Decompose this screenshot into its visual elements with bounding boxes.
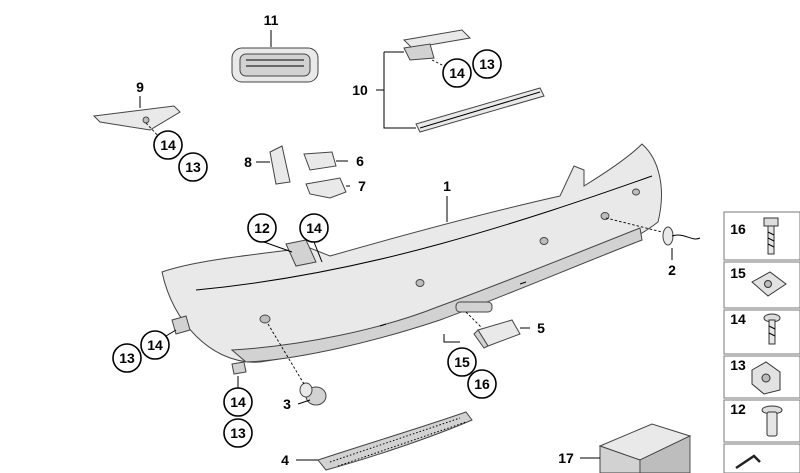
callout-label: 7 (358, 178, 366, 194)
callout-label: 13 (185, 159, 201, 175)
callout-label: 14 (230, 394, 246, 410)
callout-8[interactable]: 8 (244, 154, 252, 170)
legend-label: 16 (730, 221, 746, 237)
legend-label: 12 (730, 401, 746, 417)
part-12-mount[interactable] (285, 239, 317, 267)
callout-label: 5 (537, 320, 545, 336)
callout-16[interactable]: 16 (467, 369, 497, 399)
callout-label: 16 (474, 376, 490, 392)
callout-10[interactable]: 10 (352, 82, 368, 98)
part-7-clip[interactable] (305, 177, 347, 199)
callout-label: 14 (147, 337, 163, 353)
callout-14[interactable]: 14 (223, 387, 253, 417)
callout-1[interactable]: 1 (443, 178, 451, 194)
rivet-icon (761, 405, 783, 437)
callout-2[interactable]: 2 (668, 262, 676, 278)
legend-label: 14 (730, 311, 746, 327)
callout-17[interactable]: 17 (558, 450, 574, 466)
legend-label: 13 (730, 357, 746, 373)
callout-label: 9 (136, 79, 144, 95)
callout-15[interactable]: 15 (447, 347, 477, 377)
callout-12[interactable]: 12 (247, 213, 277, 243)
part-side-mount[interactable] (171, 315, 247, 375)
part-1-bumper[interactable] (161, 143, 662, 363)
arrow-icon (735, 454, 761, 470)
callout-label: 8 (244, 154, 252, 170)
callout-label: 13 (479, 56, 495, 72)
callout-7[interactable]: 7 (358, 178, 366, 194)
callout-13[interactable]: 13 (112, 343, 142, 373)
part-3-sensor[interactable] (299, 382, 327, 406)
callout-label: 13 (230, 425, 246, 441)
part-8-cover[interactable] (269, 145, 291, 185)
screw-icon (763, 313, 781, 345)
part-2-cap[interactable] (662, 226, 701, 246)
callout-13[interactable]: 13 (223, 418, 253, 448)
part-4-grille[interactable] (317, 411, 473, 471)
callout-9[interactable]: 9 (136, 79, 144, 95)
callout-3[interactable]: 3 (283, 396, 291, 412)
callout-13[interactable]: 13 (178, 152, 208, 182)
callout-label: 12 (254, 220, 270, 236)
callout-label: 11 (264, 12, 279, 28)
callout-label: 15 (454, 354, 470, 370)
callout-label: 1 (443, 178, 451, 194)
callout-label: 14 (306, 220, 322, 236)
part-6-clip[interactable] (303, 151, 337, 171)
part-9-bracket[interactable] (92, 105, 181, 131)
legend-panel (723, 211, 800, 473)
part-5-cover[interactable] (473, 319, 521, 349)
callout-11[interactable]: 11 (264, 12, 279, 28)
clip-nut-icon (751, 271, 787, 297)
callout-label: 17 (558, 450, 574, 466)
part-17-box[interactable] (598, 423, 692, 473)
callout-label: 13 (119, 350, 135, 366)
callout-14[interactable]: 14 (299, 213, 329, 243)
bolt-icon (763, 217, 779, 255)
callout-5[interactable]: 5 (537, 320, 545, 336)
callout-label: 3 (283, 396, 291, 412)
legend-label: 15 (730, 265, 746, 281)
callout-6[interactable]: 6 (356, 153, 364, 169)
callout-14[interactable]: 14 (442, 58, 472, 88)
callout-13[interactable]: 13 (472, 49, 502, 79)
part-10-trim-strip[interactable] (402, 29, 545, 133)
callout-14[interactable]: 14 (153, 130, 183, 160)
callout-label: 2 (668, 262, 676, 278)
callout-14[interactable]: 14 (140, 330, 170, 360)
part-11-lamp[interactable] (231, 47, 319, 83)
nut-icon (751, 361, 781, 395)
callout-label: 6 (356, 153, 364, 169)
callout-label: 10 (352, 82, 368, 98)
callout-4[interactable]: 4 (281, 452, 289, 468)
callout-label: 14 (449, 65, 465, 81)
callout-label: 4 (281, 452, 289, 468)
callout-label: 14 (160, 137, 176, 153)
